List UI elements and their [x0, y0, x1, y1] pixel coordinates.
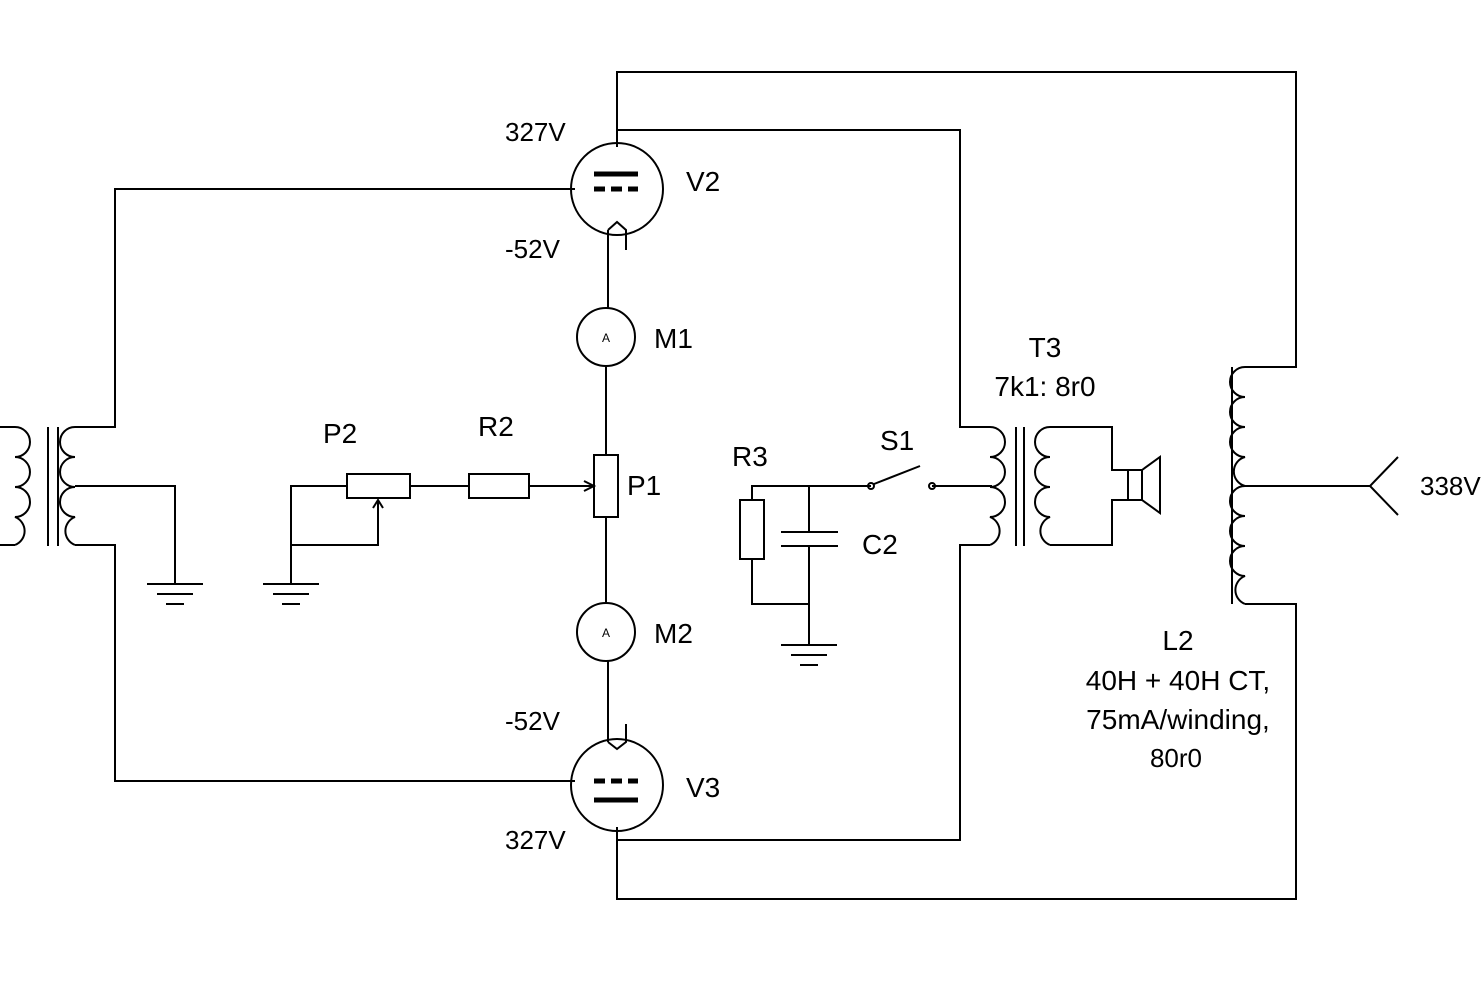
l2-spec-line-1: 40H + 40H CT,	[1086, 665, 1270, 696]
ground-symbol	[147, 583, 203, 605]
output-transformer-t3	[989, 426, 1051, 546]
s1-label: S1	[880, 425, 914, 456]
supply-terminal-icon	[1368, 456, 1399, 516]
v2-cathode-voltage: -52V	[505, 234, 561, 264]
supply-voltage: 338V	[1420, 471, 1481, 501]
m1-label: M1	[654, 323, 693, 354]
m2-label: M2	[654, 618, 693, 649]
v3-label: V3	[686, 772, 720, 803]
c2-label: C2	[862, 529, 898, 560]
v3-anode-voltage: 327V	[505, 825, 566, 855]
r3-label: R3	[732, 441, 768, 472]
ground-symbol	[781, 644, 837, 666]
v3-cathode-voltage: -52V	[505, 706, 561, 736]
l2-label: L2	[1162, 625, 1193, 656]
l2-spec-line-3: 80r0	[1150, 743, 1202, 773]
ammeter-m2	[576, 602, 636, 662]
v2-anode-voltage: 327V	[505, 117, 566, 147]
wires	[75, 71, 1370, 900]
resistor-r2	[468, 473, 530, 499]
v2-label: V2	[686, 166, 720, 197]
speaker-icon	[1127, 455, 1161, 515]
r2-label: R2	[478, 411, 514, 442]
input-transformer	[0, 426, 95, 546]
p2-label: P2	[323, 418, 357, 449]
l2-spec-line-2: 75mA/winding,	[1086, 704, 1270, 735]
capacitor-c2	[781, 531, 838, 547]
choke-l2	[1229, 366, 1265, 605]
resistor-r3	[739, 499, 765, 560]
ammeter-m1	[576, 307, 636, 367]
triode-v2	[570, 142, 664, 250]
t3-ratio: 7k1: 8r0	[994, 371, 1095, 402]
ground-symbol	[263, 583, 319, 605]
switch-s1	[867, 465, 936, 490]
p1-label: P1	[627, 470, 661, 501]
potentiometer-p1	[583, 454, 619, 518]
t3-label: T3	[1029, 332, 1062, 363]
potentiometer-p2	[346, 473, 411, 509]
m1-meter-symbol: A	[602, 331, 610, 345]
triode-v3	[570, 724, 664, 832]
m2-meter-symbol: A	[602, 626, 610, 640]
labels: 327V V2 -52V A M1 P1 P2 R2 A M2 -52V V3 …	[323, 117, 1481, 855]
